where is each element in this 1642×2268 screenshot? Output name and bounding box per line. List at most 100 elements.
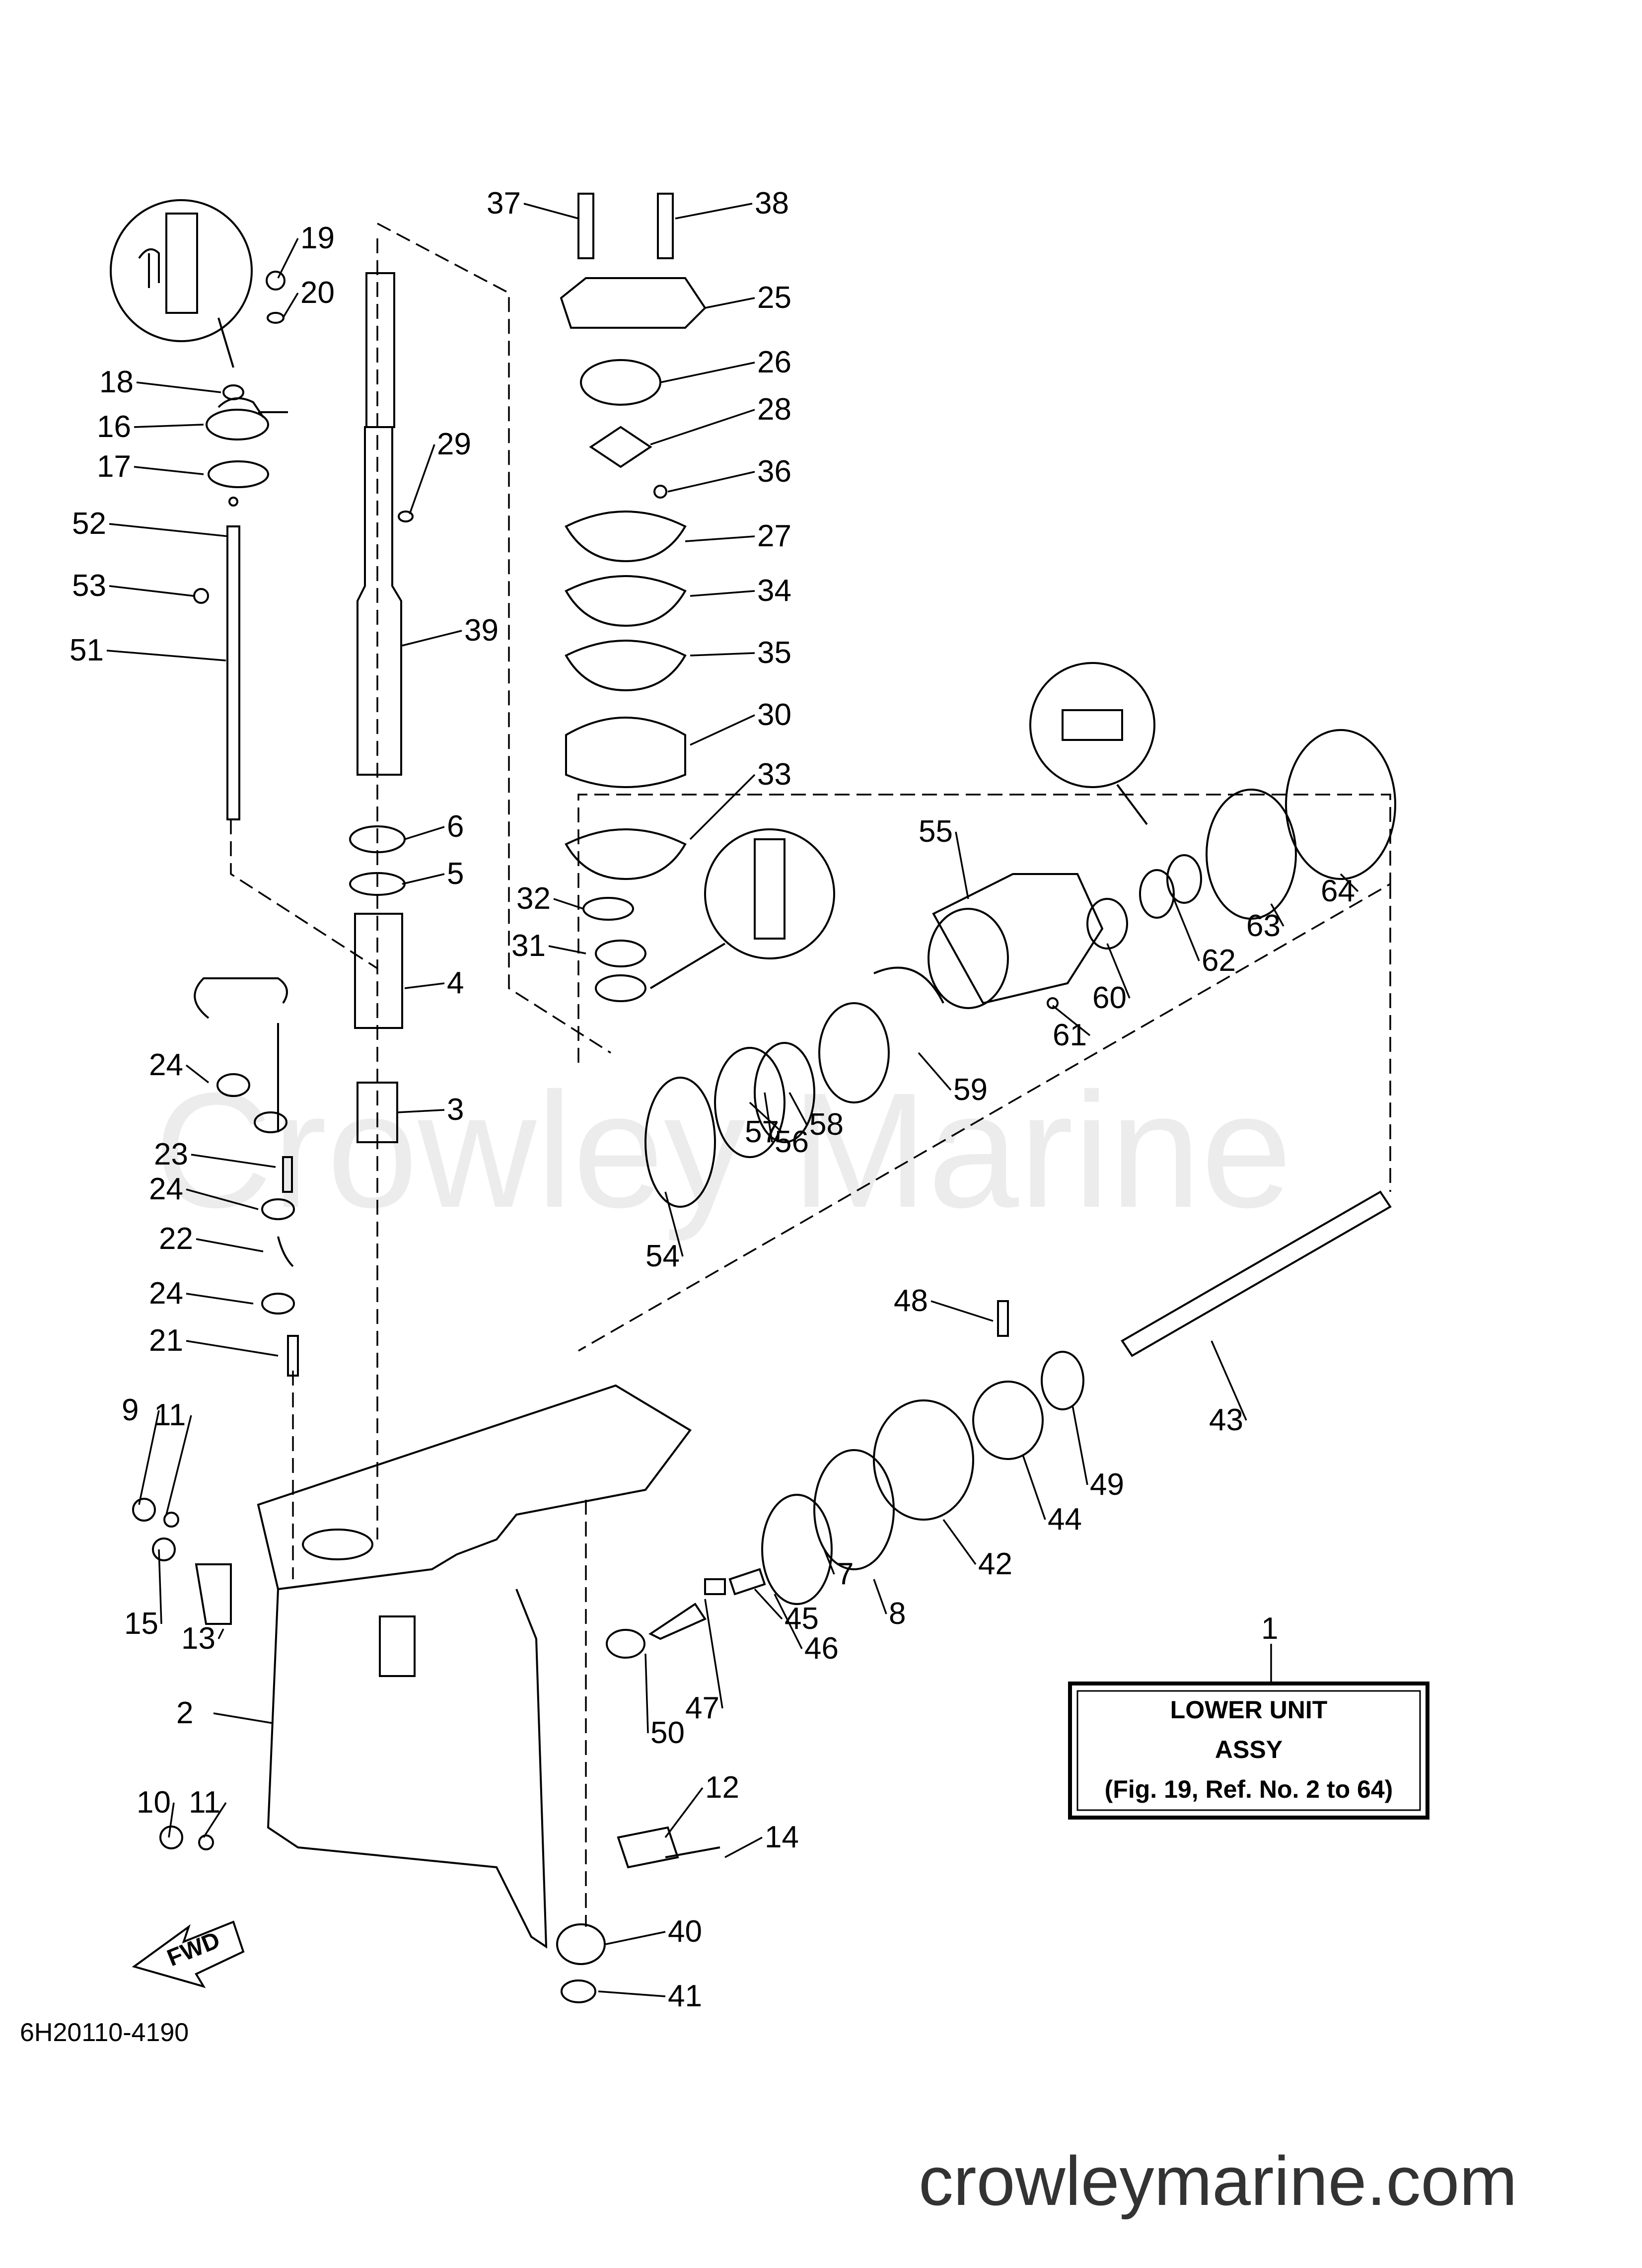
callout-number: 47 <box>685 1691 719 1725</box>
callout-number: 44 <box>1048 1502 1082 1536</box>
leader-line <box>136 381 221 393</box>
callout-number: 64 <box>1321 874 1355 908</box>
callout-61: 61 <box>1052 1005 1091 1052</box>
leader-line <box>873 1579 887 1614</box>
callout-21: 21 <box>149 1323 279 1358</box>
leader-line <box>823 1549 835 1575</box>
leader-line <box>217 1628 224 1639</box>
callout-42: 42 <box>942 1519 1012 1581</box>
leader-line <box>106 650 226 661</box>
callout-55: 55 <box>919 814 969 899</box>
callout-33: 33 <box>689 757 791 840</box>
leader-line <box>1052 1005 1091 1036</box>
callout-50: 50 <box>644 1653 685 1750</box>
watermark: Crowley Marine <box>154 1058 1292 1243</box>
leader-line <box>282 293 299 318</box>
water-pump-group <box>560 193 707 1002</box>
propeller-shaft-housing-group <box>644 729 1396 1208</box>
leader-line <box>689 774 756 840</box>
callout-number: 40 <box>668 1914 702 1949</box>
callout-number: 61 <box>1053 1018 1087 1052</box>
callout-number: 39 <box>464 613 499 648</box>
callout-number: 33 <box>757 757 791 792</box>
leader-line <box>138 1410 160 1505</box>
leader-line <box>918 1052 952 1091</box>
callout-number: 58 <box>809 1107 844 1142</box>
leader-line <box>409 444 435 514</box>
callout-number: 29 <box>437 427 471 461</box>
leader-line <box>397 1109 445 1113</box>
assembly-dashed-lines <box>230 222 1391 1927</box>
lower-case <box>132 1384 720 2003</box>
detail-circle-oil-seal <box>649 828 835 989</box>
callout-number: 11 <box>189 1785 220 1820</box>
callout-31: 31 <box>511 929 586 963</box>
leader-line <box>705 297 755 309</box>
callout-number: 24 <box>149 1172 183 1206</box>
leader-line <box>196 1238 264 1252</box>
callout-29: 29 <box>409 427 471 514</box>
leader-line <box>1270 903 1285 927</box>
callout-46: 46 <box>774 1594 839 1666</box>
callout-51: 51 <box>70 633 226 667</box>
callout-18: 18 <box>99 365 221 399</box>
leader-line <box>942 1519 977 1565</box>
fwd-arrow: FWD <box>132 1920 245 1988</box>
callout-number: 16 <box>97 410 131 444</box>
leader-line <box>158 1549 162 1624</box>
callout-34: 34 <box>690 574 791 608</box>
callout-number: 32 <box>516 881 551 916</box>
callout-number: 57 <box>745 1115 779 1149</box>
callout-59: 59 <box>918 1052 988 1107</box>
lower-unit-assy-box: 1 LOWER UNIT ASSY (Fig. 19, Ref. No. 2 t… <box>1068 1611 1429 1820</box>
callout-25: 25 <box>705 281 791 315</box>
callout-number: 17 <box>97 449 131 484</box>
callout-28: 28 <box>650 392 791 445</box>
leader-line <box>955 831 969 899</box>
leader-line <box>191 1154 276 1168</box>
leader-line <box>667 471 755 493</box>
water-tube-group <box>194 977 299 1377</box>
callout-number: 6 <box>447 809 464 844</box>
leader-line <box>186 1188 259 1210</box>
leader-line <box>165 1415 192 1515</box>
callout-number: 31 <box>511 929 546 963</box>
leader-line <box>650 409 755 445</box>
callout-43: 43 <box>1209 1340 1247 1437</box>
assy-box-line2: ASSY <box>1215 1736 1283 1763</box>
leader-line <box>134 466 204 475</box>
callout-number: 38 <box>755 186 789 220</box>
site-url: crowleymarine.com <box>919 2142 1517 2220</box>
callout-number: 53 <box>72 569 106 603</box>
callout-39: 39 <box>402 613 499 648</box>
callout-52: 52 <box>72 507 229 541</box>
callout-44: 44 <box>1022 1455 1082 1536</box>
callout-number: 9 <box>122 1393 139 1427</box>
callout-38: 38 <box>675 186 789 220</box>
leader-line <box>690 652 755 657</box>
leader-line <box>109 523 229 537</box>
leader-line <box>685 535 755 542</box>
callout-1: 1 <box>1261 1611 1278 1646</box>
callout-23: 23 <box>154 1137 276 1171</box>
leader-line <box>1171 893 1200 961</box>
callout-number: 54 <box>645 1239 680 1273</box>
leader-line <box>1106 943 1131 999</box>
callout-number: 48 <box>894 1284 928 1318</box>
callout-24: 24 <box>149 1048 210 1084</box>
callout-number: 21 <box>149 1323 183 1358</box>
callout-5: 5 <box>402 857 464 891</box>
leader-line <box>277 238 299 279</box>
leader-line <box>660 362 755 383</box>
leader-line <box>605 1931 666 1945</box>
callout-number: 35 <box>757 636 791 670</box>
leader-line <box>664 1191 684 1257</box>
callout-number: 18 <box>99 365 134 399</box>
callout-number: 10 <box>137 1785 171 1820</box>
callout-number: 43 <box>1209 1403 1243 1437</box>
callout-54: 54 <box>645 1191 684 1273</box>
callout-20: 20 <box>282 276 335 318</box>
callout-number: 27 <box>757 519 791 553</box>
